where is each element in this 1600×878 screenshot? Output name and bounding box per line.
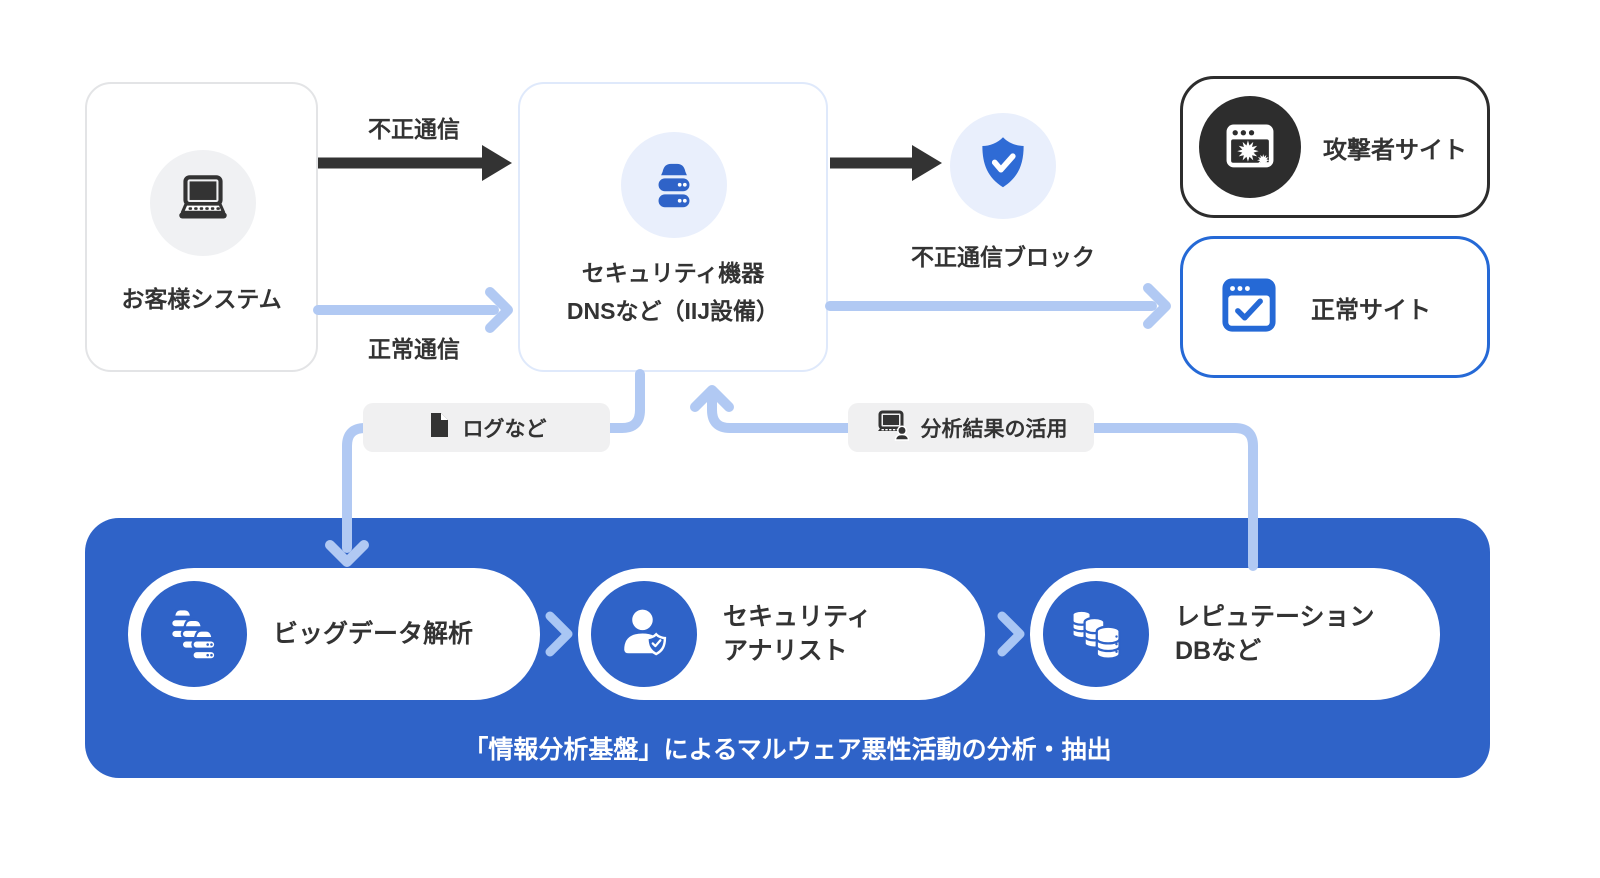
customer-system-node: お客様システム xyxy=(85,82,318,372)
laptop-person-icon xyxy=(875,409,909,447)
reputation-db-icon xyxy=(1058,594,1134,675)
reputation-db-line2: DBなど xyxy=(1175,637,1262,665)
checked-browser-icon xyxy=(1215,271,1283,344)
big-data-analysis-item: ビッグデータ解析 xyxy=(128,568,540,700)
security-equipment-line1: セキュリティ機器 xyxy=(581,260,765,286)
normal-traffic-label: 正常通信 xyxy=(368,336,460,362)
big-data-analysis-label: ビッグデータ解析 xyxy=(273,620,474,648)
laptop-icon xyxy=(170,168,236,239)
normal-site-label: 正常サイト xyxy=(1311,296,1431,324)
shield-icon-circle xyxy=(950,113,1056,219)
customer-icon-circle xyxy=(150,150,256,256)
normal-site-node: 正常サイト xyxy=(1180,236,1490,378)
big-data-icon-circle xyxy=(141,581,247,687)
normal-arrow-right xyxy=(825,283,1171,329)
security-equipment-label: セキュリティ機器 DNSなど（IIJ設備） xyxy=(520,254,826,330)
malicious-arrow-right xyxy=(830,145,942,181)
malicious-arrow-left xyxy=(318,145,512,181)
security-analyst-item: セキュリティ アナリスト xyxy=(578,568,985,700)
security-equipment-node: セキュリティ機器 DNSなど（IIJ設備） xyxy=(518,82,828,372)
analysis-usage-chip: 分析結果の活用 xyxy=(848,403,1094,452)
malicious-traffic-label: 不正通信 xyxy=(368,116,460,142)
security-analyst-line1: セキュリティ xyxy=(723,603,872,631)
malware-browser-icon xyxy=(1199,96,1301,198)
normal-arrow-left xyxy=(313,287,513,333)
customer-system-label: お客様システム xyxy=(121,286,282,312)
analyst-icon-circle xyxy=(591,581,697,687)
reputation-db-icon-circle xyxy=(1043,581,1149,687)
reputation-db-line1: レピュテーション xyxy=(1175,603,1375,631)
security-analyst-label: セキュリティ アナリスト xyxy=(723,600,872,668)
server-icon xyxy=(641,150,707,221)
security-equipment-line2: DNSなど（IIJ設備） xyxy=(566,298,780,324)
chevron-right-icon xyxy=(545,611,573,657)
analysis-platform-panel: ビッグデータ解析 セキュリティ xyxy=(85,518,1490,778)
shield-check-icon xyxy=(970,131,1036,202)
attacker-site-label: 攻撃者サイト xyxy=(1323,136,1467,164)
platform-caption: 「情報分析基盤」によるマルウェア悪性活動の分析・抽出 xyxy=(463,736,1112,764)
server-icon-circle xyxy=(621,132,727,238)
security-analyst-line2: アナリスト xyxy=(723,637,848,665)
document-icon xyxy=(427,412,451,444)
analysis-usage-chip-label: 分析結果の活用 xyxy=(920,417,1068,441)
reputation-db-item: レピュテーション DBなど xyxy=(1030,568,1440,700)
logs-chip: ログなど xyxy=(363,403,610,452)
block-label: 不正通信ブロック xyxy=(911,244,1095,270)
logs-chip-label: ログなど xyxy=(462,417,547,441)
attacker-site-node: 攻撃者サイト xyxy=(1180,76,1490,218)
reputation-db-label: レピュテーション DBなど xyxy=(1175,600,1375,668)
security-analyst-icon xyxy=(606,594,682,675)
big-data-servers-icon xyxy=(156,594,232,675)
chevron-right-icon xyxy=(997,611,1025,657)
